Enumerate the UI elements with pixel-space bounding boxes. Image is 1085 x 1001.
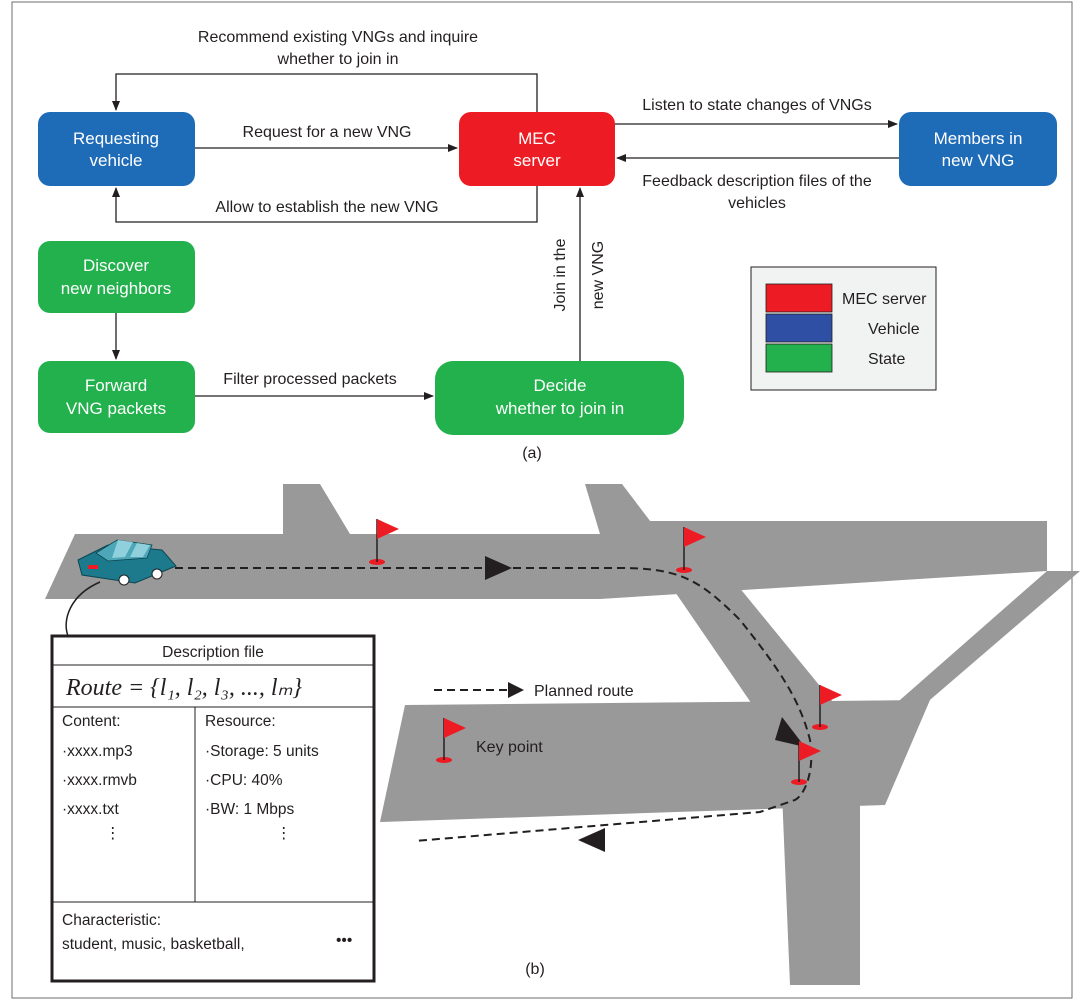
route-rhs: = {l₁, l₂, l₃, ..., lₘ} xyxy=(128,675,302,701)
key-point-flag xyxy=(812,685,842,730)
key-point-flag xyxy=(791,741,821,785)
road-branch-upper-left xyxy=(283,484,350,534)
edge-recommend xyxy=(112,73,538,112)
legend-swatch-vehicle xyxy=(765,313,833,343)
edge-label-join: Join in the xyxy=(552,238,569,311)
key-point-flag xyxy=(676,527,706,573)
box-discover: Discover new neighbors xyxy=(38,241,195,313)
box-forward: Forward VNG packets xyxy=(38,361,195,433)
box-line: new VNG xyxy=(942,151,1015,170)
route-arrow xyxy=(485,556,512,580)
edge-label: Listen to state changes of VNGs xyxy=(642,97,871,114)
box-line: server xyxy=(513,151,561,170)
resource-item: ·BW: 1 Mbps xyxy=(205,801,295,818)
box-line: Forward xyxy=(85,376,147,395)
box-line: MEC xyxy=(518,129,556,148)
legend-label: MEC server xyxy=(842,291,927,308)
box-members: Members in new VNG xyxy=(899,112,1057,186)
resource-item: ·CPU: 40% xyxy=(205,772,283,789)
road-bottom xyxy=(380,700,930,822)
connector-line xyxy=(65,581,101,637)
key-point-flag xyxy=(369,519,399,565)
edge-label: whether to join in xyxy=(277,51,399,68)
key-point-swatch xyxy=(444,718,466,738)
characteristic-value: student, music, basketball, xyxy=(62,936,245,953)
content-item: ⋮ xyxy=(105,825,121,842)
content-item: ·xxxx.rmvb xyxy=(62,772,137,789)
vehicle-icon xyxy=(77,539,177,586)
caption-a: (a) xyxy=(522,445,542,462)
characteristic-header: Characteristic: xyxy=(62,912,161,929)
legend-swatch-mec xyxy=(765,283,833,313)
box-line: Members in xyxy=(934,129,1023,148)
legend-label: Vehicle xyxy=(868,321,920,338)
route-lhs: Route xyxy=(65,675,122,701)
route-equation: Route= {l₁, l₂, l₃, ..., lₘ} xyxy=(65,675,302,701)
planned-route-swatch-arrow xyxy=(508,682,524,698)
box-line: Requesting xyxy=(73,129,159,148)
resource-item: ·Storage: 5 units xyxy=(205,743,319,760)
edge-label: Request for a new VNG xyxy=(243,124,412,141)
road-top-mid xyxy=(350,534,600,599)
edge-allow xyxy=(112,186,538,223)
route-arrow xyxy=(775,717,805,747)
figure-frame xyxy=(11,1,1073,999)
legend-planned-route: Planned route xyxy=(534,683,634,700)
content-item: ·xxxx.mp3 xyxy=(62,743,133,760)
box-line: whether to join in xyxy=(495,399,625,418)
legend-swatch-state xyxy=(765,343,833,373)
edge-label-join: new VNG xyxy=(590,241,607,309)
resource-header: Resource: xyxy=(205,713,276,730)
box-line: vehicle xyxy=(90,151,143,170)
box-line: Discover xyxy=(83,256,149,275)
box-decide: Decide whether to join in xyxy=(435,361,684,435)
edge-label: vehicles xyxy=(728,195,786,212)
route-legend: Planned route Key point xyxy=(434,682,634,763)
legend: MEC server Vehicle State xyxy=(750,266,937,391)
edge-label: Allow to establish the new VNG xyxy=(215,199,438,216)
more-ellipsis: ••• xyxy=(336,932,352,949)
box-line: Decide xyxy=(534,376,587,395)
content-header: Content: xyxy=(62,713,121,730)
description-file-title: Description file xyxy=(162,644,264,661)
box-line: VNG packets xyxy=(66,399,166,418)
legend-label: State xyxy=(868,351,905,368)
resource-item: ⋮ xyxy=(276,825,292,842)
content-item: ·xxxx.txt xyxy=(62,801,120,818)
route-arrow xyxy=(578,828,605,852)
legend-key-point: Key point xyxy=(476,739,543,756)
edge-label: new VNG xyxy=(590,241,607,309)
box-line: new neighbors xyxy=(61,279,172,298)
edge-label: Recommend existing VNGs and inquire xyxy=(198,29,478,46)
edge-label: Filter processed packets xyxy=(223,371,396,388)
edge-label: Feedback description files of the xyxy=(642,173,872,190)
description-file: Description file Route= {l₁, l₂, l₃, ...… xyxy=(50,634,376,983)
edge-label: Join in the xyxy=(552,238,569,311)
caption-b: (b) xyxy=(525,961,545,978)
box-mec-server: MEC server xyxy=(459,112,615,186)
box-requesting-vehicle: Requesting vehicle xyxy=(38,112,195,186)
road-top-right xyxy=(600,521,1047,599)
